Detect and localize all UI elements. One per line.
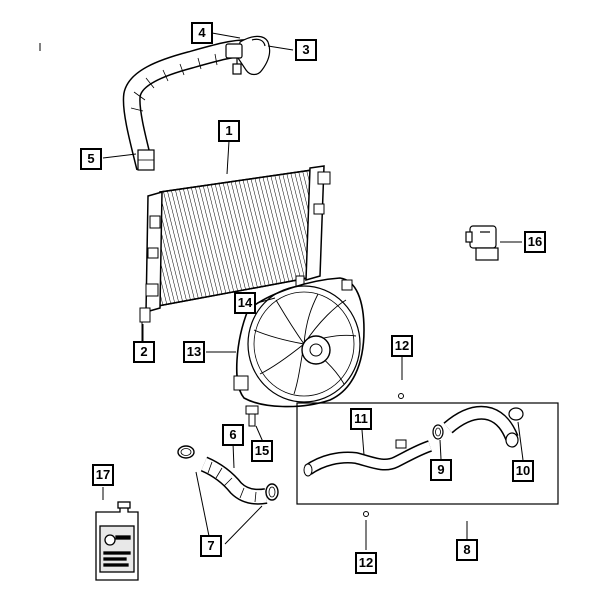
leader-lines — [102, 32, 524, 550]
callout-14[interactable]: 14 — [234, 292, 256, 314]
callout-3[interactable]: 3 — [295, 39, 317, 61]
screw-drawing — [363, 393, 404, 517]
hose-fitting-drawing — [225, 35, 271, 76]
callout-13[interactable]: 13 — [183, 341, 205, 363]
coolant-tube-drawing — [303, 439, 432, 477]
callout-17[interactable]: 17 — [92, 464, 114, 486]
callout-10[interactable]: 10 — [512, 460, 534, 482]
bypass-hose-drawing — [443, 405, 524, 448]
callout-12-upper[interactable]: 12 — [391, 335, 413, 357]
callout-16[interactable]: 16 — [524, 231, 546, 253]
bolt-drawing — [245, 405, 259, 427]
callout-11[interactable]: 11 — [350, 408, 372, 430]
callout-12-lower[interactable]: 12 — [355, 552, 377, 574]
upper-hose-drawing — [122, 39, 249, 171]
callout-6[interactable]: 6 — [222, 424, 244, 446]
callout-2[interactable]: 2 — [133, 341, 155, 363]
callout-9[interactable]: 9 — [430, 459, 452, 481]
lower-hose-drawing — [177, 445, 279, 505]
callout-7[interactable]: 7 — [200, 535, 222, 557]
fan-shroud-drawing — [233, 277, 365, 408]
clamp-drawing — [432, 424, 444, 440]
callout-8[interactable]: 8 — [456, 539, 478, 561]
reservoir-drawing — [465, 225, 499, 261]
coolant-jug-drawing — [95, 501, 139, 581]
callout-5[interactable]: 5 — [80, 148, 102, 170]
callout-4[interactable]: 4 — [191, 22, 213, 44]
callout-1[interactable]: 1 — [218, 120, 240, 142]
radiator-drawing — [139, 165, 331, 342]
callout-15[interactable]: 15 — [251, 440, 273, 462]
kit-group-box — [296, 402, 559, 505]
